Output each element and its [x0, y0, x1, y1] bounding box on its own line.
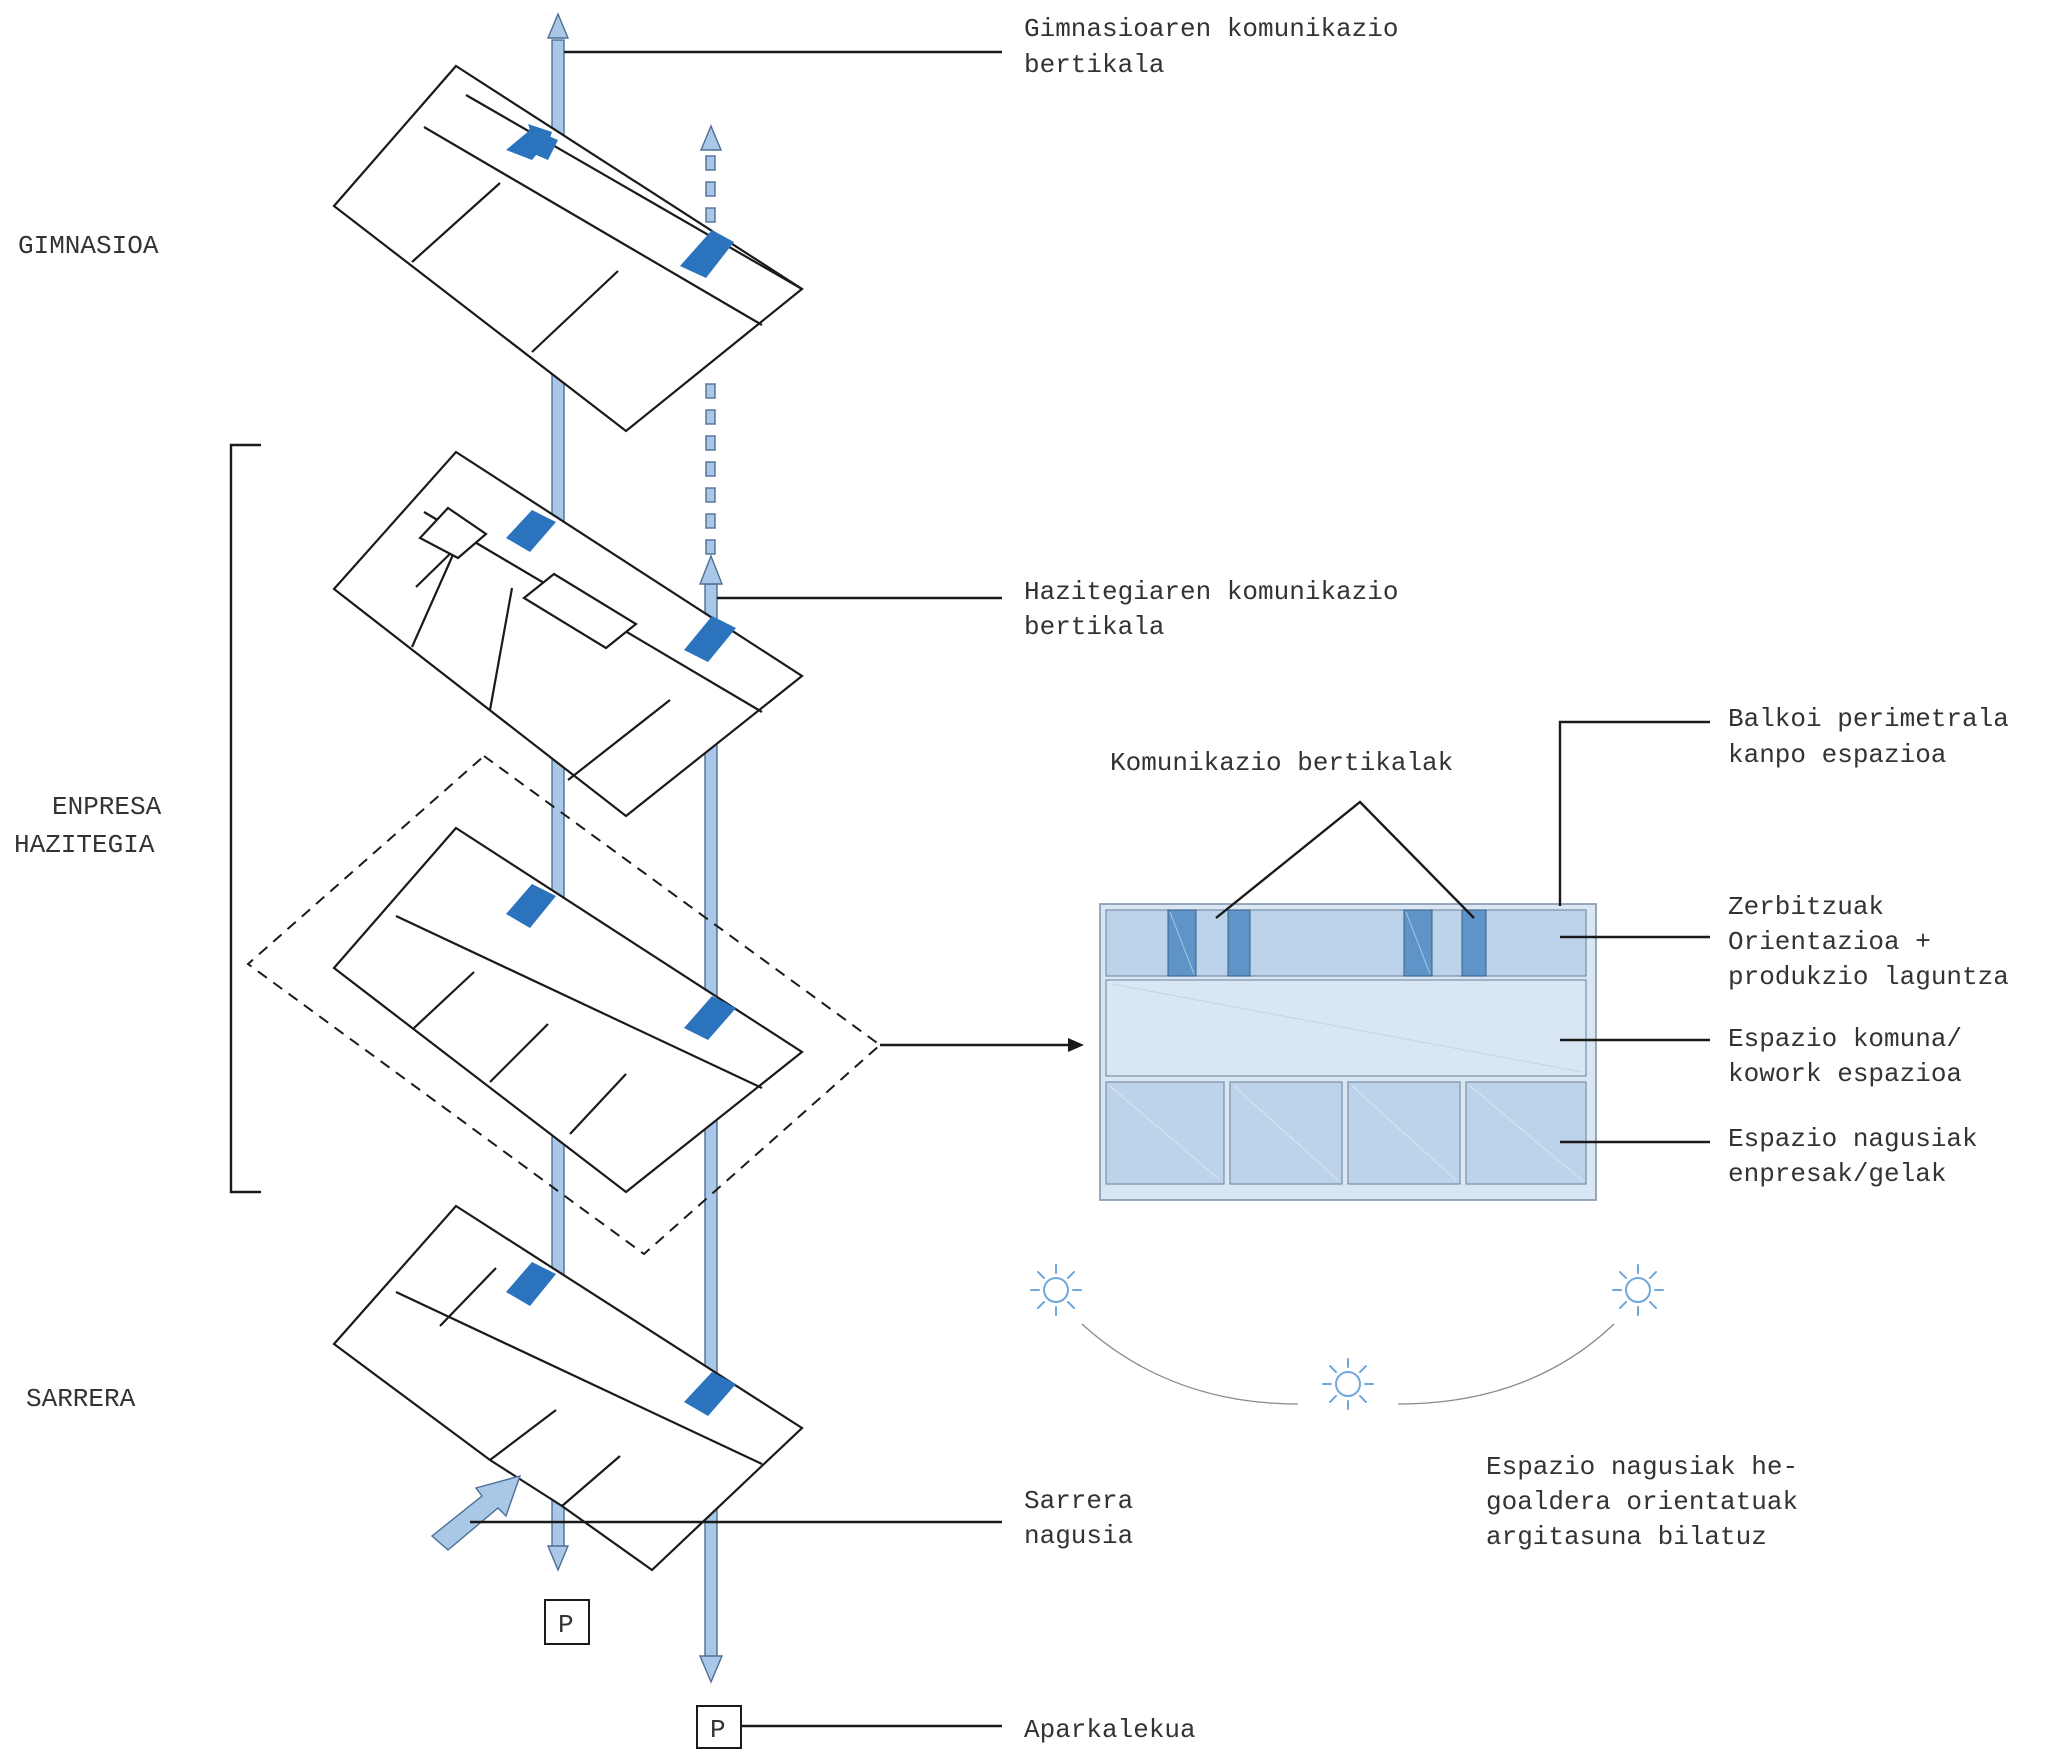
callout-main-entrance-line1: Sarrera: [1024, 1486, 1133, 1516]
floor-entrance: [332, 1204, 804, 1572]
sun-icon-west: [1612, 1264, 1664, 1316]
incubator-lower-core-left: [506, 884, 556, 928]
callout-incubator-circulation-line1: Hazitegiaren komunikazio: [1024, 577, 1398, 607]
entrance-core-right: [684, 1372, 736, 1416]
incubator-upper-core-left: [506, 510, 556, 552]
entrance-core-left: [506, 1262, 556, 1306]
level-label-incubator-line1: ENPRESA: [52, 792, 162, 822]
plan-core-4: [1461, 909, 1487, 977]
floor-incubator-lower: [332, 826, 804, 1194]
parking-symbol-left: P: [544, 1599, 590, 1645]
gym-core-right: [680, 230, 734, 278]
plan-label-services-line1: Zerbitzuak: [1728, 892, 1884, 922]
plan-label-main-spaces-line2: enpresak/gelak: [1728, 1159, 1946, 1189]
plan-label-balcony-line2: kanpo espazioa: [1728, 740, 1946, 770]
floor-gym: [332, 64, 804, 433]
callout-incubator-circulation-line2: bertikala: [1024, 612, 1164, 642]
floor-to-plan-arrow: [880, 1038, 1084, 1052]
sun-icon-south: [1322, 1358, 1374, 1410]
incubator-bracket: [229, 443, 261, 1194]
plan-leader-balcony: [1558, 720, 1710, 906]
plan-label-services-line3: produkzio laguntza: [1728, 962, 2009, 992]
plan-leader-vertical-comms: [1215, 800, 1475, 919]
orientation-note-line2: goaldera orientatuak: [1486, 1487, 1798, 1517]
incubator-lower-core-right: [684, 996, 736, 1040]
callout-gym-circulation-line1: Gimnasioaren komunikazio: [1024, 14, 1398, 44]
parking-letter-left: P: [558, 1610, 574, 1640]
void-long: [522, 572, 638, 650]
orientation-note-line1: Espazio nagusiak he-: [1486, 1452, 1798, 1482]
main-entrance-arrow: [430, 1474, 522, 1551]
callout-parking: Aparkalekua: [1024, 1715, 1196, 1745]
parking-symbol-right: P: [696, 1705, 742, 1749]
selected-floor-highlight: [246, 754, 882, 1256]
plan-label-services-line2: Orientazioa +: [1728, 927, 1931, 957]
sun-icon-east: [1030, 1264, 1082, 1316]
floor-incubator-upper: [332, 450, 804, 818]
orientation-note-line3: argitasuna bilatuz: [1486, 1522, 1767, 1552]
level-label-entrance: SARRERA: [26, 1384, 136, 1414]
plan-label-common-line2: kowork espazioa: [1728, 1059, 1962, 1089]
void-small: [418, 506, 488, 560]
gym-core-left-a: [506, 124, 552, 160]
callout-main-entrance-line2: nagusia: [1024, 1521, 1133, 1551]
plan-label-balcony-line1: Balkoi perimetrala: [1728, 704, 2009, 734]
plan-label-main-spaces-line1: Espazio nagusiak: [1728, 1124, 1978, 1154]
left-vertical-shaft: [546, 12, 570, 1572]
level-label-incubator-line2: HAZITEGIA: [14, 830, 155, 860]
plan-core-2: [1227, 909, 1251, 977]
floor-plan-inset: [1099, 903, 1597, 1201]
incubator-upper-core-right: [684, 616, 736, 662]
sun-path: [1030, 1264, 1664, 1410]
plan-label-vertical-comms: Komunikazio bertikalak: [1110, 748, 1453, 778]
level-label-gym: GIMNASIOA: [18, 231, 159, 261]
callout-gym-circulation-line2: bertikala: [1024, 50, 1164, 80]
parking-letter-right: P: [710, 1715, 726, 1745]
plan-label-common-line1: Espazio komuna/: [1728, 1024, 1962, 1054]
